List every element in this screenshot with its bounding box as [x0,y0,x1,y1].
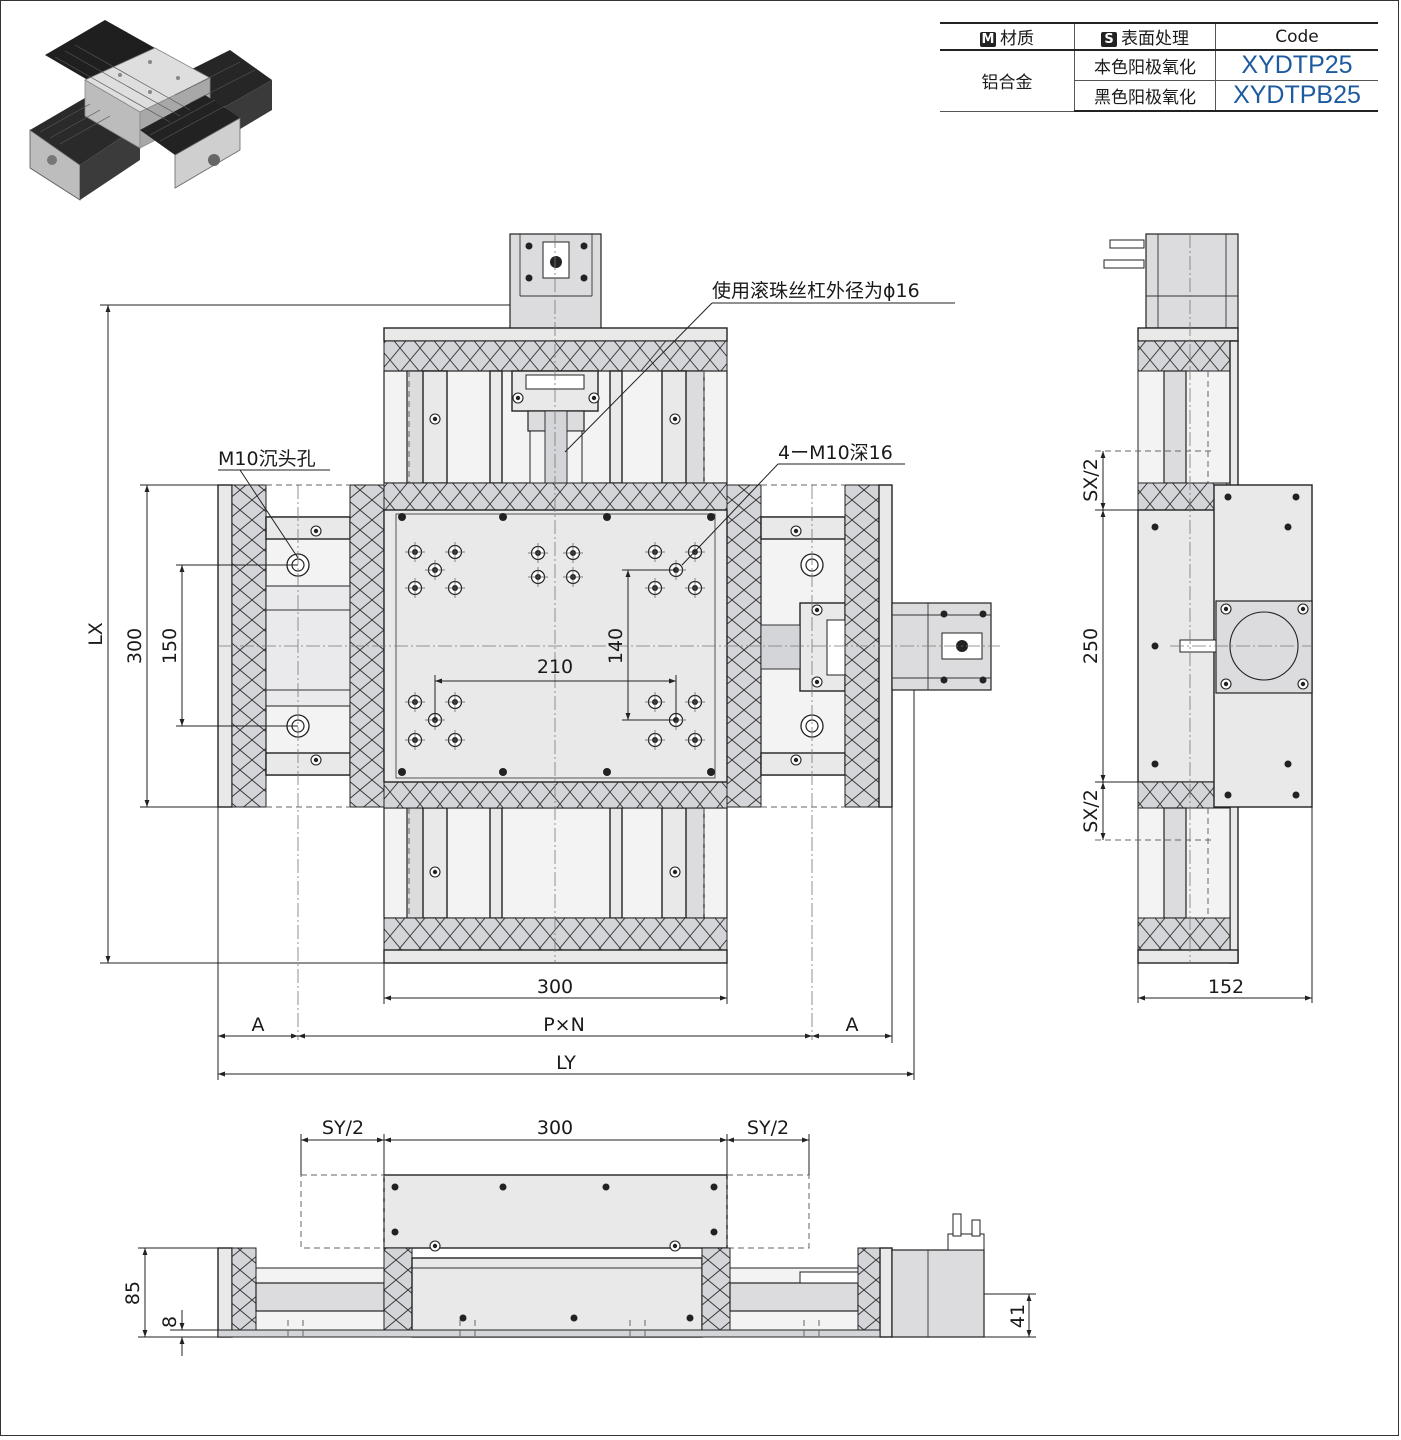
code-header: Code [1215,22,1378,51]
x-motor-front [891,1249,985,1338]
y-end-plate-top [383,327,728,342]
material-cell: 铝合金 [940,49,1075,112]
dim-8: 8 [159,1316,181,1328]
y-end-plate-bottom [383,949,728,964]
dim-41: 41 [1007,1304,1029,1328]
dim-250: 250 [1080,628,1102,664]
note-tapped-holes: 4ーM10深16 [778,442,893,464]
note-ball-screw: 使用滚珠丝杠外径为ϕ16 [712,280,920,302]
dim-sx-half-bottom: SX/2 [1080,789,1102,833]
product-photo [29,20,272,201]
dim-210: 210 [537,656,573,678]
dim-lx: LX [85,622,107,646]
dim-a-right: A [846,1014,859,1036]
dim-a-left: A [252,1014,265,1036]
dim-140: 140 [605,628,627,664]
front-view: SY/2 300 SY/2 85 8 41 [122,1117,1036,1356]
dim-pxn: P×N [543,1014,585,1036]
dim-300-horizontal: 300 [537,976,573,998]
dim-150: 150 [159,628,181,664]
note-counterbore: M10沉头孔 [218,448,316,470]
dim-sy-half-right: SY/2 [747,1117,789,1139]
dim-ly: LY [556,1052,576,1074]
dim-85: 85 [122,1281,144,1305]
top-view: LX 300 150 210 140 300 A P×N A [85,233,1000,1080]
dim-152: 152 [1208,976,1244,998]
surface-cell: 本色阳极氧化 [1074,49,1216,81]
surface-cell: 黑色阳极氧化 [1074,80,1216,112]
side-view: SX/2 250 SX/2 152 [1080,233,1313,1003]
y-carriage-front [411,1257,703,1338]
bellows [383,340,728,372]
surface-badge: S [1101,32,1117,47]
code-cell: XYDTP25 [1215,49,1378,81]
dim-300-front: 300 [537,1117,573,1139]
front-table [383,1174,728,1249]
y-motor-side [1145,233,1239,329]
dim-sx-half-top: SX/2 [1080,458,1102,502]
dim-300-vertical: 300 [124,628,146,664]
code-cell: XYDTPB25 [1215,80,1378,112]
material-badge: M [980,32,996,47]
dim-sy-half-left: SY/2 [322,1117,364,1139]
